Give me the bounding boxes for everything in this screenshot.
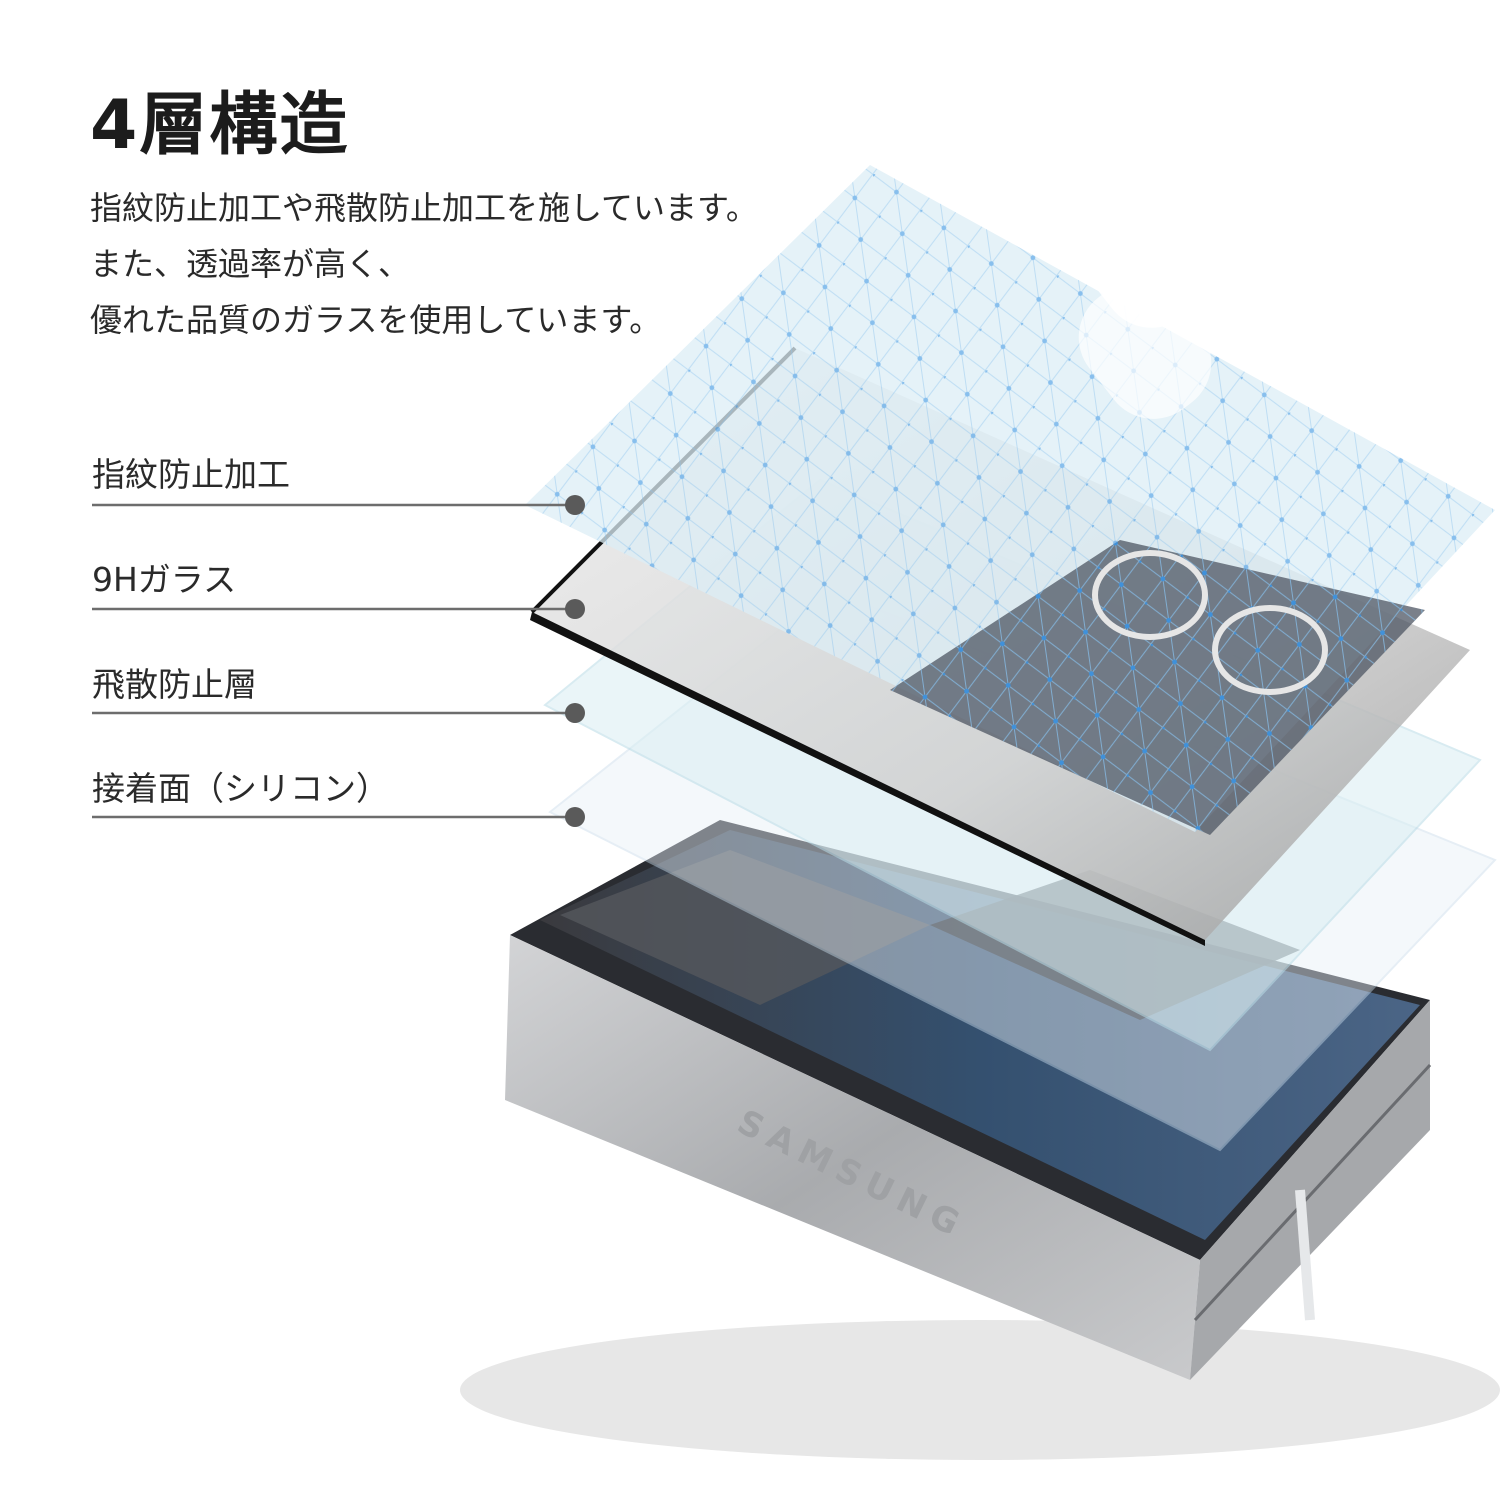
leader-lines [92,495,585,827]
label-9h-glass: 9Hガラス [92,560,237,599]
phone-device: SAMSUNG [505,820,1432,1380]
phone-shadow [460,1320,1500,1460]
layer-anti-fingerprint [525,165,1495,835]
description: 指紋防止加工や飛散防止加工を施しています。 また、透過率が高く、 優れた品質のガ… [90,180,810,348]
description-line: また、透過率が高く、 [90,245,411,283]
label-anti-shatter: 飛散防止層 [92,665,257,704]
label-anti-fingerprint: 指紋防止加工 [92,455,290,494]
description-line: 優れた品質のガラスを使用しています。 [90,301,662,339]
headline: 4層構造 [90,86,350,165]
description-line: 指紋防止加工や飛散防止加工を施しています。 [90,189,758,227]
label-adhesive: 接着面（シリコン） [92,769,389,808]
